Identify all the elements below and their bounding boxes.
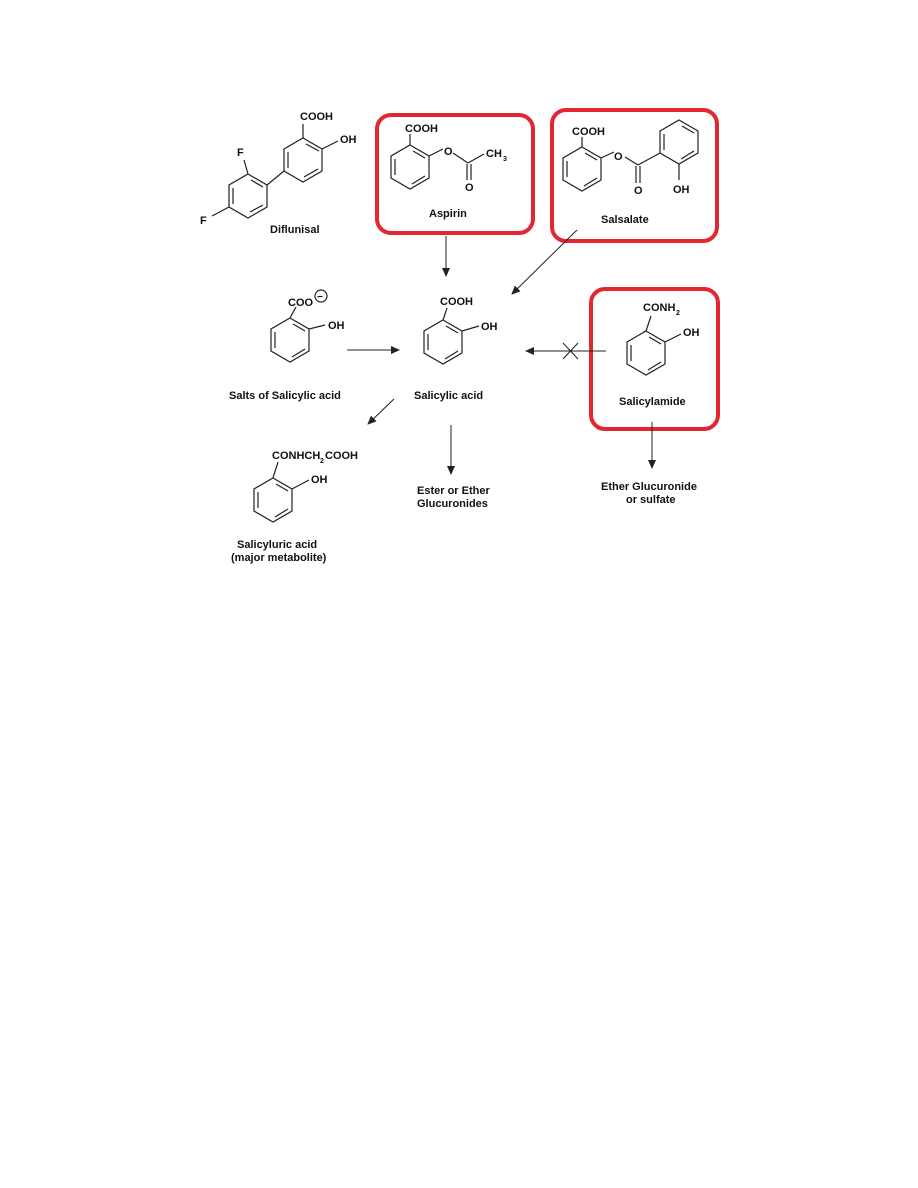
salicylamide-conh-label: CONH <box>643 302 675 314</box>
arrow-salsalate-to-salicylic <box>511 229 578 295</box>
aspirin-name: Aspirin <box>429 208 467 220</box>
salicyluric-oh-label: OH <box>311 474 328 486</box>
aspirin-highlight-box <box>375 113 535 235</box>
ester-ether-line2: Glucuronides <box>417 498 488 510</box>
salicyluric-conhch-label: CONHCH <box>272 450 320 462</box>
aspirin-ch-subscript: 3 <box>503 156 507 163</box>
salsalate-cooh-label: COOH <box>572 126 605 138</box>
ether-gluc-line2: or sulfate <box>626 494 676 506</box>
salts-name: Salts of Salicylic acid <box>229 390 341 402</box>
salicylic-acid-cooh-label: COOH <box>440 296 473 308</box>
aspirin-o-carbonyl-label: O <box>465 182 474 194</box>
salicyluric-name-line1: Salicyluric acid <box>237 539 317 551</box>
salicylic-acid-name: Salicylic acid <box>414 390 483 402</box>
salicyluric-conhch-subscript: 2 <box>320 458 324 465</box>
salicylamide-structure <box>626 315 682 376</box>
salsalate-structure <box>562 119 699 192</box>
salicylamide-name: Salicylamide <box>619 396 686 408</box>
salicyluric-acid-structure <box>253 461 310 523</box>
diflunisal-f-top-label: F <box>237 147 244 159</box>
aspirin-cooh-label: COOH <box>405 123 438 135</box>
arrow-salicylic-to-salicyluric <box>367 398 395 425</box>
salicylamide-highlight-box <box>589 287 720 431</box>
diflunisal-oh-label: OH <box>340 134 357 146</box>
diflunisal-structure <box>211 124 339 219</box>
diflunisal-f-bottom-label: F <box>200 215 207 227</box>
salts-oh-label: OH <box>328 320 345 332</box>
diflunisal-cooh-label: COOH <box>300 111 333 123</box>
aspirin-ch-label: CH <box>486 148 502 160</box>
ether-gluc-line1: Ether Glucuronide <box>601 481 697 493</box>
salsalate-highlight-box <box>550 108 719 243</box>
salicyluric-cooh-label: COOH <box>325 450 358 462</box>
aspirin-o-ester-label: O <box>444 146 453 158</box>
salicylamide-oh-label: OH <box>683 327 700 339</box>
negative-charge-icon <box>314 289 328 303</box>
salicylic-acid-structure <box>423 307 480 365</box>
salicyluric-name-line2: (major metabolite) <box>231 552 327 564</box>
ester-ether-line1: Ester or Ether <box>417 485 490 497</box>
salts-charge-label: − <box>317 292 323 303</box>
aspirin-structure <box>390 134 485 190</box>
blocked-cross-icon <box>562 342 579 360</box>
salts-coo-label: COO <box>288 297 314 309</box>
salts-structure <box>270 289 328 363</box>
salicylamide-conh-subscript: 2 <box>676 310 680 317</box>
diflunisal-name: Diflunisal <box>270 224 320 236</box>
salsalate-o-ester-label: O <box>614 151 623 163</box>
salsalate-name: Salsalate <box>601 214 649 226</box>
salicylic-acid-oh-label: OH <box>481 321 498 333</box>
salsalate-oh-label: OH <box>673 184 690 196</box>
salsalate-o-carbonyl-label: O <box>634 185 643 197</box>
